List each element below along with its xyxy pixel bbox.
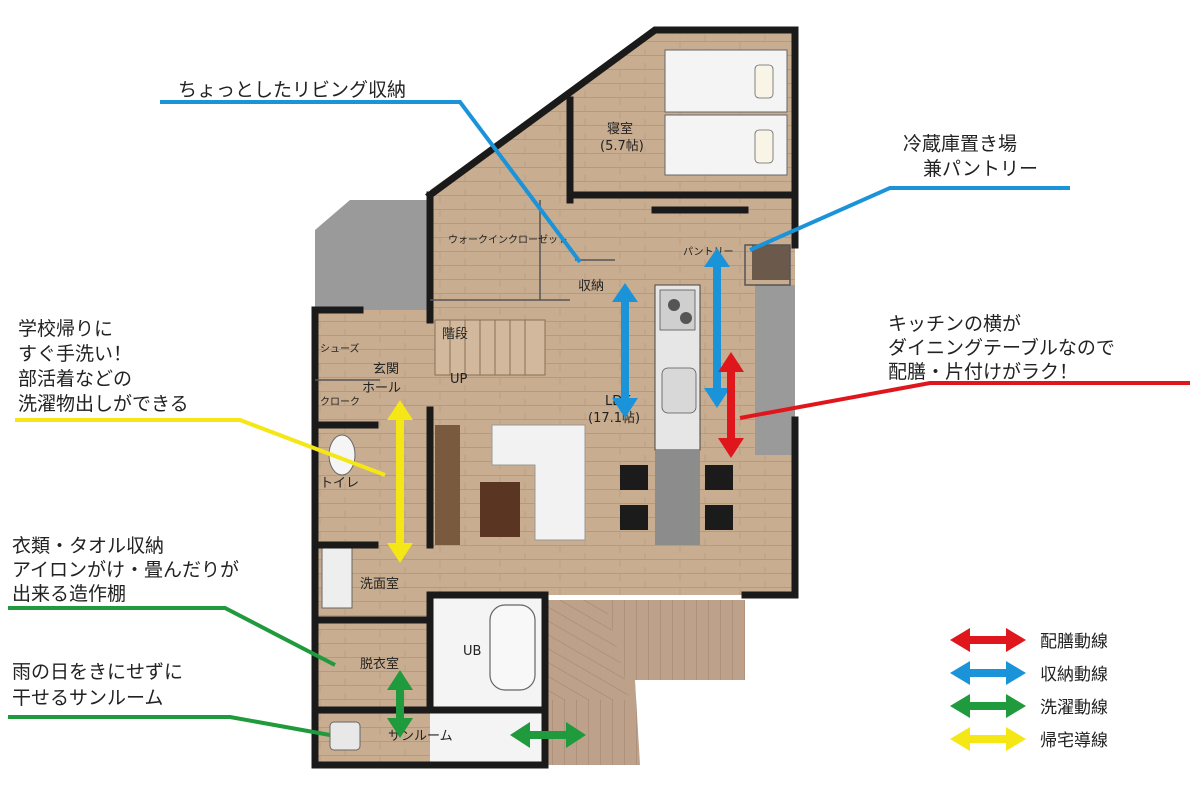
washroom-label: 洗面室: [360, 576, 399, 592]
annotations: ちょっとしたリビング収納 冷蔵庫置き場 兼パントリー キッチンの横が ダイニング…: [12, 79, 1115, 709]
annotation-school-line3: 部活着などの: [18, 368, 132, 390]
ub-label: UB: [463, 644, 481, 659]
annotation-sunroom-line2: 干せるサンルーム: [12, 687, 163, 709]
homecoming-flow-arrow: [387, 400, 413, 563]
annotation-kitchen-line2: ダイニングテーブルなので: [888, 336, 1115, 359]
legend-label-serving: 配膳動線: [1040, 632, 1108, 652]
dressing-room-label: 脱衣室: [360, 656, 399, 672]
laundry-flow-arrow-vertical: [387, 670, 413, 738]
annotation-fridge-line2: 兼パントリー: [923, 158, 1038, 180]
callout-lines: [8, 100, 1190, 737]
annotation-kitchen-line3: 配膳・片付けがラク！: [888, 361, 1078, 383]
bedroom-size-label: (5.7帖): [600, 139, 644, 154]
laundry-flow-arrow-horizontal: [510, 722, 586, 748]
annotation-towel-line1: 衣類・タオル収納: [12, 535, 164, 557]
legend-item-storage: 収納動線: [950, 661, 1108, 685]
legend-item-laundry: 洗濯動線: [950, 694, 1108, 718]
pantry-flow-arrow: [704, 248, 730, 408]
hall-label: ホール: [362, 381, 401, 396]
pantry-label: パントリー: [683, 246, 734, 258]
annotation-school-line2: すぐ手洗い！: [18, 343, 132, 365]
legend-label-homecoming: 帰宅導線: [1040, 731, 1108, 751]
up-label: UP: [450, 372, 468, 387]
stairs-label: 階段: [442, 327, 468, 342]
annotation-towel-line2: アイロンがけ・畳んだりが: [12, 559, 239, 581]
walls: [311, 26, 799, 769]
sunroom-label: サンルーム: [388, 729, 453, 744]
storage-flow-arrow: [612, 283, 638, 418]
legend: 配膳動線 収納動線 洗濯動線 帰宅導線: [950, 628, 1108, 751]
annotation-living-storage: ちょっとしたリビング収納: [178, 79, 406, 101]
walkin-closet-label: ウォークインクローゼット: [448, 234, 568, 246]
annotation-kitchen-line1: キッチンの横が: [888, 313, 1021, 335]
floor-area: [315, 30, 795, 765]
annotation-school-line1: 学校帰りに: [18, 318, 113, 340]
ldk-size-label: (17.1帖): [588, 411, 640, 426]
entrance-label: 玄関: [373, 362, 399, 377]
legend-item-homecoming: 帰宅導線: [950, 727, 1108, 751]
shoes-label: シューズ: [320, 342, 360, 355]
storage-label: 収納: [578, 279, 604, 294]
annotation-sunroom-line1: 雨の日をきにせずに: [12, 661, 183, 683]
toilet-label: トイレ: [320, 476, 359, 491]
thin-walls: [315, 200, 791, 381]
legend-item-serving: 配膳動線: [950, 628, 1108, 652]
cloak-label: クローク: [320, 396, 360, 408]
annotation-towel-line3: 出来る造作棚: [12, 583, 126, 605]
annotation-fridge-line1: 冷蔵庫置き場: [903, 133, 1017, 155]
flow-arrows: [387, 248, 744, 748]
bedroom-label: 寝室: [607, 121, 633, 137]
legend-label-laundry: 洗濯動線: [1040, 698, 1108, 718]
annotation-school-line4: 洗濯物出しができる: [18, 393, 189, 415]
legend-label-storage: 収納動線: [1040, 665, 1108, 685]
serving-flow-arrow: [718, 352, 744, 458]
